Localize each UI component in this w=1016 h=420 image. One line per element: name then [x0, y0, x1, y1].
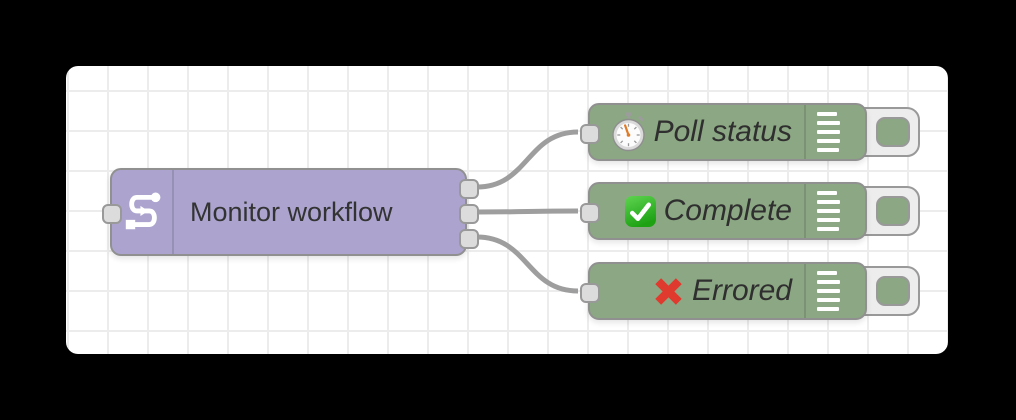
debug-node-label: Complete — [663, 194, 792, 227]
debug-lines-icon — [804, 264, 865, 318]
wire-output1-to-poll-status[interactable] — [476, 129, 579, 190]
debug-toggle-button[interactable] — [852, 107, 920, 157]
debug-node-label: Errored — [691, 274, 792, 307]
wires-layer — [476, 129, 579, 294]
input-port[interactable] — [580, 203, 600, 223]
output-port-3[interactable] — [459, 229, 479, 249]
output-port-1[interactable] — [459, 179, 479, 199]
debug-lines-icon — [804, 105, 865, 159]
output-port-2[interactable] — [459, 204, 479, 224]
node-monitor-workflow[interactable]: Monitor workflow — [102, 168, 479, 256]
node-debug-errored[interactable]: Errored — [580, 262, 867, 320]
check-mark-icon — [624, 195, 657, 228]
input-port[interactable] — [580, 124, 600, 144]
debug-lines-icon — [804, 184, 865, 238]
debug-node-label: Poll status — [653, 115, 792, 148]
wire-output2-to-complete[interactable] — [476, 208, 579, 215]
cross-mark-icon — [652, 275, 685, 308]
flow-canvas[interactable]: Monitor workflow — [66, 66, 948, 354]
input-port[interactable] — [580, 283, 600, 303]
debug-toggle-indicator — [876, 276, 910, 306]
node-debug-poll-status[interactable]: Poll status — [580, 103, 867, 161]
node-debug-complete[interactable]: Complete — [580, 182, 867, 240]
input-port[interactable] — [102, 204, 122, 224]
switch-node-label: Monitor workflow — [190, 196, 393, 227]
switch-icon — [112, 170, 174, 254]
debug-toggle-indicator — [876, 117, 910, 147]
wire-output3-to-errored[interactable] — [476, 234, 579, 294]
stopwatch-icon — [610, 112, 647, 152]
debug-toggle-indicator — [876, 196, 910, 226]
